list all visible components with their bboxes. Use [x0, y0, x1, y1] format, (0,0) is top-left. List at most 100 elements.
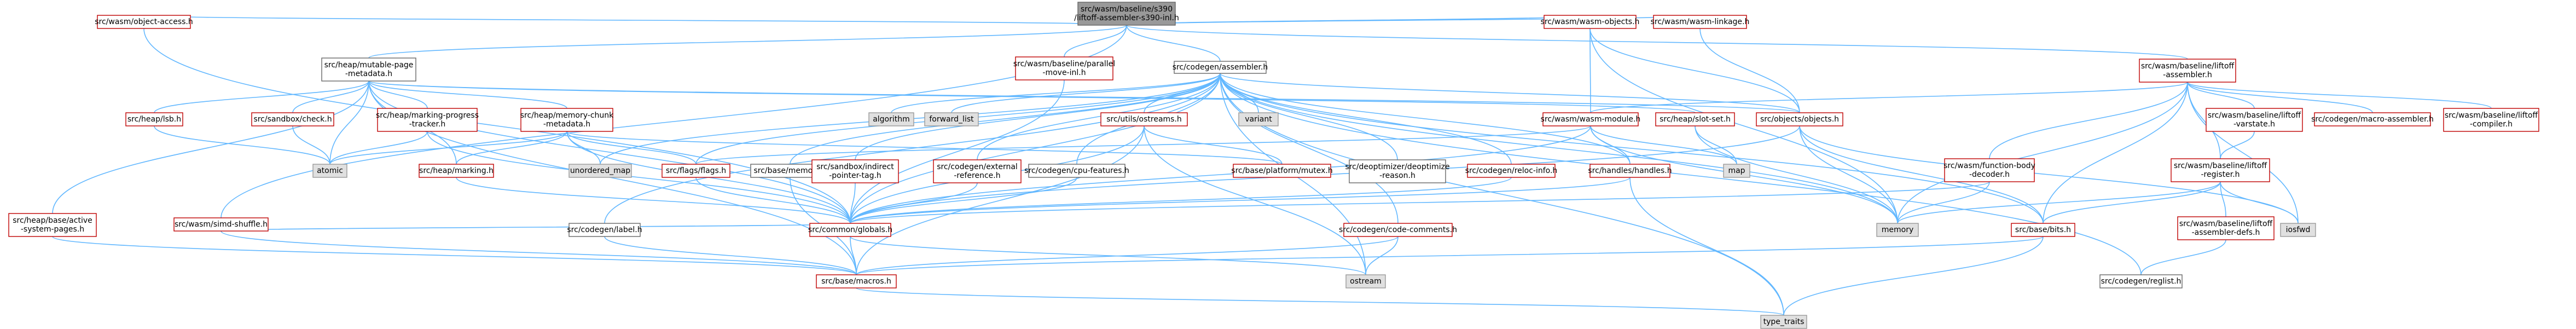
- node-label: src/wasm/baseline/liftoff: [2174, 161, 2267, 170]
- edge-memory_chunk-to-platform_mutex: [566, 131, 1283, 165]
- node-box: [1467, 164, 1556, 178]
- node-liftoff-assembler-defs[interactable]: src/wasm/baseline/liftoff-assembler-defs…: [2177, 216, 2275, 240]
- node-box: [1015, 56, 1113, 80]
- node-heap-base-active[interactable]: src/heap/base/active-system-pages.h: [8, 213, 97, 237]
- node-label: -register.h: [2201, 170, 2240, 179]
- node-objects-objects[interactable]: src/objects/objects.h: [1756, 112, 1843, 126]
- edge-code_comments-to-base_macros: [856, 236, 1399, 275]
- edge-liftoff_assembler-to-macro_assembler: [2187, 82, 2373, 113]
- node-codegen-reglist[interactable]: src/codegen/reglist.h: [2099, 274, 2183, 288]
- edge-codegen_assembler-to-type_traits: [1220, 73, 1784, 316]
- node-sandbox-indirect[interactable]: src/sandbox/indirect-pointer-tag.h: [811, 159, 899, 183]
- node-common-globals[interactable]: src/common/globals.h: [808, 223, 892, 237]
- node-iosfwd[interactable]: iosfwd: [2280, 223, 2316, 237]
- node-codegen-label[interactable]: src/codegen/label.h: [567, 223, 642, 237]
- node-box: [1077, 2, 1176, 26]
- node-root[interactable]: src/wasm/baseline/s390/liftoff-assembler…: [1074, 2, 1179, 26]
- node-macro-assembler[interactable]: src/codegen/macro-assembler.h: [2311, 112, 2434, 126]
- node-marking-progress[interactable]: src/heap/marking-progress-tracker.h: [376, 108, 479, 132]
- edge-codegen_label-to-base_macros: [604, 236, 857, 275]
- node-box: [1756, 112, 1843, 126]
- node-code-comments[interactable]: src/codegen/code-comments.h: [1339, 223, 1457, 237]
- edge-root-to-codegen_assembler: [1126, 25, 1221, 62]
- node-base-bits[interactable]: src/base/bits.h: [2011, 223, 2075, 237]
- node-simd-shuffle[interactable]: src/wasm/simd-shuffle.h: [173, 217, 269, 232]
- node-label: memory: [1882, 226, 1914, 234]
- node-mutable-page[interactable]: src/heap/mutable-page-metadata.h: [321, 57, 416, 82]
- node-label: src/wasm/baseline/liftoff: [2445, 111, 2538, 120]
- node-deoptimize-reason[interactable]: src/deoptimizer/deoptimize-reason.h: [1345, 159, 1450, 183]
- node-function-body-decoder[interactable]: src/wasm/function-body-decoder.h: [1943, 158, 2035, 182]
- node-label: src/common/globals.h: [808, 226, 892, 234]
- node-codegen-assembler[interactable]: src/codegen/assembler.h: [1173, 61, 1268, 74]
- edge-wasm_objects-to-objects_objects: [1589, 28, 1800, 113]
- edge-base_bits-to-type_traits: [1783, 236, 2044, 316]
- node-label: src/sandbox/check.h: [253, 115, 332, 124]
- node-label: src/codegen/macro-assembler.h: [2311, 115, 2434, 124]
- node-box: [1653, 15, 1747, 29]
- node-atomic[interactable]: atomic: [312, 164, 347, 178]
- node-memory[interactable]: memory: [1876, 223, 1919, 237]
- node-utils-ostreams[interactable]: src/utils/ostreams.h: [1100, 112, 1188, 126]
- node-box: [125, 112, 183, 126]
- node-label: src/codegen/label.h: [567, 226, 642, 234]
- node-map[interactable]: map: [1723, 164, 1750, 178]
- node-label: src/wasm/wasm-objects.h: [1541, 18, 1640, 26]
- edge-heap_lsb-to-atomic: [154, 125, 330, 165]
- node-parallel-move[interactable]: src/wasm/baseline/parallel-move-inl.h: [1013, 56, 1115, 80]
- node-algorithm[interactable]: algorithm: [868, 112, 914, 126]
- node-forward-list[interactable]: forward_list: [924, 112, 979, 126]
- node-object-access[interactable]: src/wasm/object-access.h: [95, 15, 193, 29]
- node-flags-flags[interactable]: src/flags/flags.h: [662, 164, 730, 178]
- node-liftoff-register[interactable]: src/wasm/baseline/liftoff-register.h: [2171, 158, 2270, 182]
- edge-liftoff_assembler_defs-to-codegen_reglist: [2140, 239, 2226, 275]
- edge-memory_chunk-to-heap_marking: [456, 131, 567, 165]
- node-box: [1238, 112, 1279, 126]
- edge-wasm_module-to-handles: [1590, 125, 1631, 165]
- edge-slot_set-to-map: [1695, 125, 1737, 165]
- node-box: [2280, 223, 2316, 237]
- node-label: -compiler.h: [2470, 120, 2513, 129]
- node-sandbox-check[interactable]: src/sandbox/check.h: [251, 112, 334, 126]
- node-wasm-module[interactable]: src/wasm/wasm-module.h: [1541, 112, 1641, 126]
- node-label: atomic: [317, 166, 343, 175]
- node-cpu-features[interactable]: src/codegen/cpu-features.h: [1024, 164, 1129, 178]
- node-platform-mutex[interactable]: src/base/platform/mutex.h: [1231, 164, 1333, 178]
- edge-function_body_decoder-to-common_globals: [850, 181, 1990, 224]
- node-external-reference[interactable]: src/codegen/external-reference.h: [933, 159, 1022, 183]
- node-label: src/codegen/code-comments.h: [1339, 226, 1457, 234]
- node-label: unordered_map: [570, 166, 630, 175]
- edge-mutable_page-to-heap_lsb: [154, 80, 369, 113]
- node-label: -decoder.h: [1969, 170, 2010, 179]
- edge-common_globals-to-base_macros: [850, 236, 857, 275]
- node-box: [1760, 315, 1807, 329]
- node-wasm-objects[interactable]: src/wasm/wasm-objects.h: [1541, 15, 1640, 29]
- edge-codegen_assembler-to-forward_list: [951, 73, 1221, 113]
- node-ostream[interactable]: ostream: [1345, 274, 1386, 288]
- edge-root-to-liftoff_assembler: [1126, 25, 2188, 60]
- node-label: /liftoff-assembler-s390-inl.h: [1074, 14, 1179, 22]
- node-heap-lsb[interactable]: src/heap/lsb.h: [125, 112, 183, 126]
- edge-root-to-object_access: [143, 15, 1127, 26]
- edge-utils_ostreams-to-base_macros: [856, 125, 1145, 275]
- node-wasm-linkage[interactable]: src/wasm/wasm-linkage.h: [1651, 15, 1750, 29]
- node-base-macros[interactable]: src/base/macros.h: [816, 274, 897, 288]
- node-memory-chunk[interactable]: src/heap/memory-chunk-metadata.h: [520, 108, 614, 132]
- node-liftoff-compiler[interactable]: src/wasm/baseline/liftoff-compiler.h: [2443, 108, 2539, 132]
- node-label: src/wasm/baseline/s390: [1081, 5, 1173, 14]
- node-variant[interactable]: variant: [1238, 112, 1279, 126]
- node-slot-set[interactable]: src/heap/slot-set.h: [1655, 112, 1735, 126]
- node-reloc-info[interactable]: src/codegen/reloc-info.h: [1465, 164, 1558, 178]
- node-liftoff-assembler[interactable]: src/wasm/baseline/liftoff-assembler.h: [2139, 59, 2236, 83]
- node-label: src/codegen/external: [937, 163, 1018, 171]
- node-liftoff-varstate[interactable]: src/wasm/baseline/liftoff-varstate.h: [2206, 108, 2303, 132]
- node-box: [1723, 164, 1750, 178]
- node-label: src/base/memory.h: [753, 166, 826, 175]
- edge-wasm_linkage-to-objects_objects: [1699, 28, 1800, 113]
- edge-object_access-to-common_globals: [143, 28, 851, 224]
- node-handles[interactable]: src/handles/handles.h: [1588, 164, 1672, 178]
- node-unordered-map[interactable]: unordered_map: [568, 164, 632, 178]
- node-heap-marking[interactable]: src/heap/marking.h: [419, 164, 494, 178]
- node-type-traits[interactable]: type_traits: [1760, 315, 1807, 329]
- node-box: [868, 112, 914, 126]
